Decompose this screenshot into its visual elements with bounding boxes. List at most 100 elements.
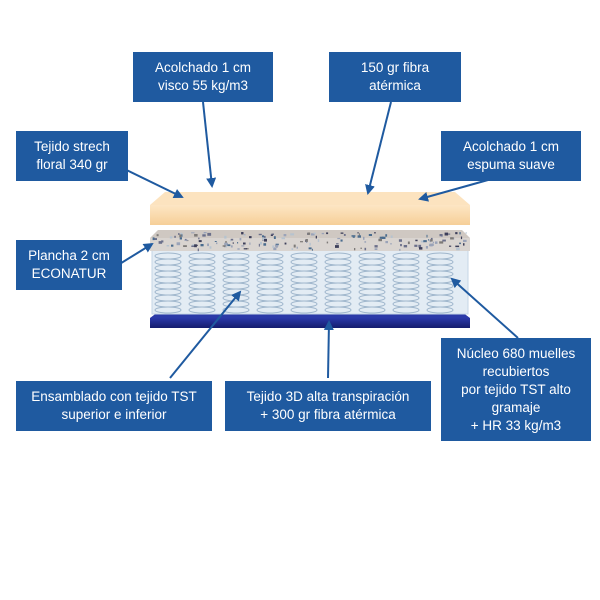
foam-speckle bbox=[343, 234, 346, 236]
foam-speckle bbox=[335, 245, 339, 248]
foam-speckle bbox=[378, 238, 382, 242]
foam-speckle bbox=[305, 239, 308, 242]
foam-speckle bbox=[465, 232, 467, 234]
foam-speckle bbox=[429, 243, 433, 247]
foam-speckle bbox=[161, 240, 164, 243]
foam-speckle bbox=[326, 232, 329, 235]
label-acolchado-visco: Acolchado 1 cm visco 55 kg/m3 bbox=[133, 52, 273, 102]
foam-speckle bbox=[313, 232, 316, 234]
foam-speckle bbox=[308, 247, 312, 250]
label-fibra-150: 150 gr fibra atérmica bbox=[329, 52, 461, 102]
foam-speckle bbox=[216, 242, 218, 245]
foam-speckle bbox=[271, 233, 274, 235]
foam-speckle bbox=[423, 240, 427, 243]
foam-speckle bbox=[152, 237, 155, 241]
foam-speckle bbox=[326, 241, 329, 244]
foam-speckle bbox=[275, 243, 279, 246]
foam-speckle bbox=[403, 245, 408, 248]
foam-speckle bbox=[390, 235, 393, 238]
spring-coil bbox=[324, 306, 352, 314]
label-tejido-3d: Tejido 3D alta transpiración + 300 gr fi… bbox=[225, 381, 431, 431]
foam-speckle bbox=[300, 241, 303, 243]
foam-speckle bbox=[337, 237, 341, 240]
label-line: 150 gr fibra bbox=[360, 60, 430, 75]
foam-speckle bbox=[273, 236, 276, 239]
label-line: por tejido TST alto bbox=[461, 381, 571, 397]
foam-speckle bbox=[262, 235, 264, 238]
foam-speckle bbox=[390, 243, 392, 245]
label-line: Tejido strech bbox=[34, 139, 110, 154]
arrows bbox=[109, 101, 519, 379]
foam-speckle bbox=[374, 232, 376, 234]
foam-speckle bbox=[222, 245, 226, 247]
foam-speckle bbox=[439, 241, 444, 244]
foam-speckle bbox=[311, 248, 313, 251]
foam-speckle bbox=[176, 242, 181, 246]
foam-speckle bbox=[197, 248, 199, 252]
foam-speckle bbox=[243, 234, 246, 237]
foam-speckle bbox=[321, 232, 325, 235]
arrow-acolchado-espuma bbox=[418, 179, 489, 202]
foam-speckle bbox=[229, 240, 232, 242]
label-line: gramaje bbox=[491, 399, 541, 415]
foam-speckle bbox=[249, 242, 251, 245]
label-line: + HR 33 kg/m3 bbox=[470, 417, 562, 433]
foam-speckle bbox=[230, 238, 234, 241]
foam-speckle bbox=[178, 233, 180, 235]
spring-coil bbox=[392, 306, 420, 314]
foam-speckle bbox=[374, 248, 378, 250]
foam-speckle bbox=[225, 244, 227, 248]
foam-speckle bbox=[179, 237, 182, 240]
foam-speckle bbox=[258, 233, 262, 236]
foam-speckle bbox=[431, 243, 434, 246]
label-tejido-strech: Tejido strech floral 340 gr bbox=[16, 131, 128, 181]
foam-speckle bbox=[230, 245, 233, 248]
foam-speckle bbox=[426, 234, 428, 238]
foam-speckle bbox=[354, 248, 356, 251]
foam-layer bbox=[150, 230, 470, 252]
foam-speckle bbox=[448, 233, 451, 235]
arrow-tejido-3d bbox=[323, 320, 334, 379]
foam-speckle bbox=[169, 236, 173, 239]
foam-speckle bbox=[200, 244, 204, 247]
foam-speckle bbox=[360, 247, 362, 249]
foam-speckle bbox=[379, 236, 384, 239]
label-line: Núcleo 680 muelles bbox=[456, 345, 576, 361]
foam-speckle bbox=[171, 244, 174, 247]
foam-speckle bbox=[241, 245, 245, 247]
foam-speckle bbox=[179, 234, 182, 238]
foam-speckle bbox=[456, 247, 460, 251]
foam-speckle bbox=[293, 244, 296, 248]
arrow-acolchado-visco bbox=[202, 101, 217, 188]
spring-coil bbox=[222, 306, 250, 314]
foam-speckle bbox=[263, 235, 266, 239]
foam-speckle bbox=[225, 241, 227, 243]
foam-speckle bbox=[198, 240, 202, 243]
foam-speckle bbox=[245, 248, 249, 250]
label-nucleo: Núcleo 680 muelles recubiertos por tejid… bbox=[441, 338, 591, 441]
foam-speckle bbox=[459, 232, 461, 235]
foam-speckle bbox=[207, 243, 209, 247]
label-line: Ensamblado con tejido TST bbox=[31, 389, 197, 404]
foam-speckle bbox=[364, 241, 367, 243]
foam-speckle bbox=[154, 238, 157, 240]
foam-speckle bbox=[459, 242, 461, 245]
spring-coil bbox=[358, 306, 386, 314]
foam-speckle bbox=[435, 241, 438, 244]
foam-speckle bbox=[156, 234, 159, 237]
label-line: floral 340 gr bbox=[36, 157, 108, 172]
label-acolchado-espuma: Acolchado 1 cm espuma suave bbox=[441, 131, 581, 181]
foam-speckle bbox=[260, 241, 262, 245]
label-plancha: Plancha 2 cm ECONATUR bbox=[16, 240, 122, 290]
foam-speckle bbox=[430, 239, 433, 242]
foam-speckle bbox=[357, 235, 361, 238]
foam-speckle bbox=[232, 242, 234, 244]
foam-speckle bbox=[249, 236, 252, 239]
foam-speckle bbox=[264, 238, 267, 242]
foam-speckle bbox=[195, 244, 198, 246]
foam-speckle bbox=[399, 248, 401, 251]
spring-coil bbox=[188, 306, 216, 314]
foam-speckle bbox=[311, 233, 315, 236]
foam-speckle bbox=[237, 248, 240, 250]
